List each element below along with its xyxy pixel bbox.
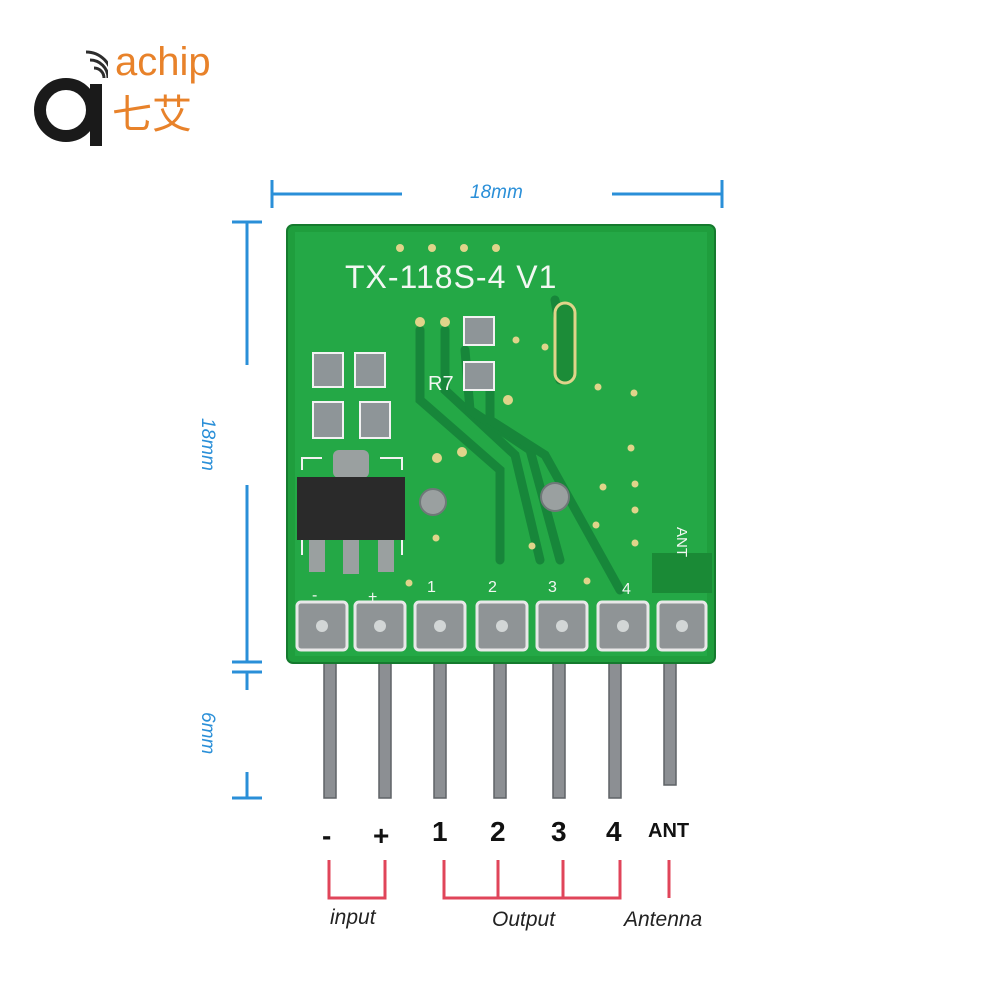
header-pins xyxy=(323,649,677,799)
width-dimension-label: 18mm xyxy=(470,182,523,203)
brand-logo-q-icon xyxy=(34,50,108,146)
pcb-board: TX-118S-4 V1 R7 ANT - + 1 2 3 4 xyxy=(286,224,716,799)
pin-label-plus: + xyxy=(373,820,390,851)
board-pin-silk: 2 xyxy=(488,579,497,596)
pin-label-output-1: 1 xyxy=(432,816,448,847)
pin-label-output-3: 3 xyxy=(551,816,567,847)
board-ant-silk: ANT xyxy=(673,527,690,557)
resistor-label: R7 xyxy=(428,373,454,395)
pin-label-antenna: ANT xyxy=(648,820,690,842)
pin-label-output-2: 2 xyxy=(490,816,506,847)
board-pin-silk: 1 xyxy=(427,579,436,596)
group-label-output: Output xyxy=(492,908,556,931)
group-label-input: input xyxy=(330,906,376,929)
brand-name: achip xyxy=(115,40,211,84)
board-pin-silk: 4 xyxy=(622,581,631,598)
pin-label-output-4: 4 xyxy=(606,816,622,847)
board-silkscreen-title: TX-118S-4 V1 xyxy=(345,259,557,295)
pin-label-minus: - xyxy=(322,820,332,851)
board-pin-silk: + xyxy=(368,589,377,606)
brand-name-chinese: 七艾 xyxy=(112,92,192,138)
group-label-antenna: Antenna xyxy=(624,908,703,931)
board-pin-silk: 3 xyxy=(548,579,557,596)
board-pin-silk: - xyxy=(312,587,317,604)
